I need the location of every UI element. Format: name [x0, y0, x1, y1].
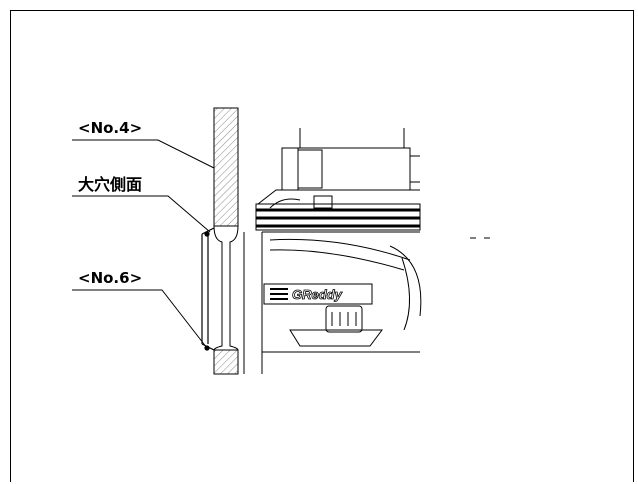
callout-no6: <No.6>: [78, 269, 143, 287]
leader-side-face: [72, 195, 211, 233]
o-ring: [201, 227, 215, 351]
callout-no4: <No.4>: [78, 119, 143, 137]
leader-no6: [72, 289, 208, 349]
leader-lines: [72, 139, 215, 349]
plate-section: [213, 107, 239, 375]
callout-large-hole-side: 大穴側面: [78, 175, 143, 194]
drawing-border: [10, 10, 634, 482]
logo-text: GReddy: [292, 287, 343, 302]
leader-no4: [72, 139, 215, 169]
filter-housing: [243, 128, 490, 374]
